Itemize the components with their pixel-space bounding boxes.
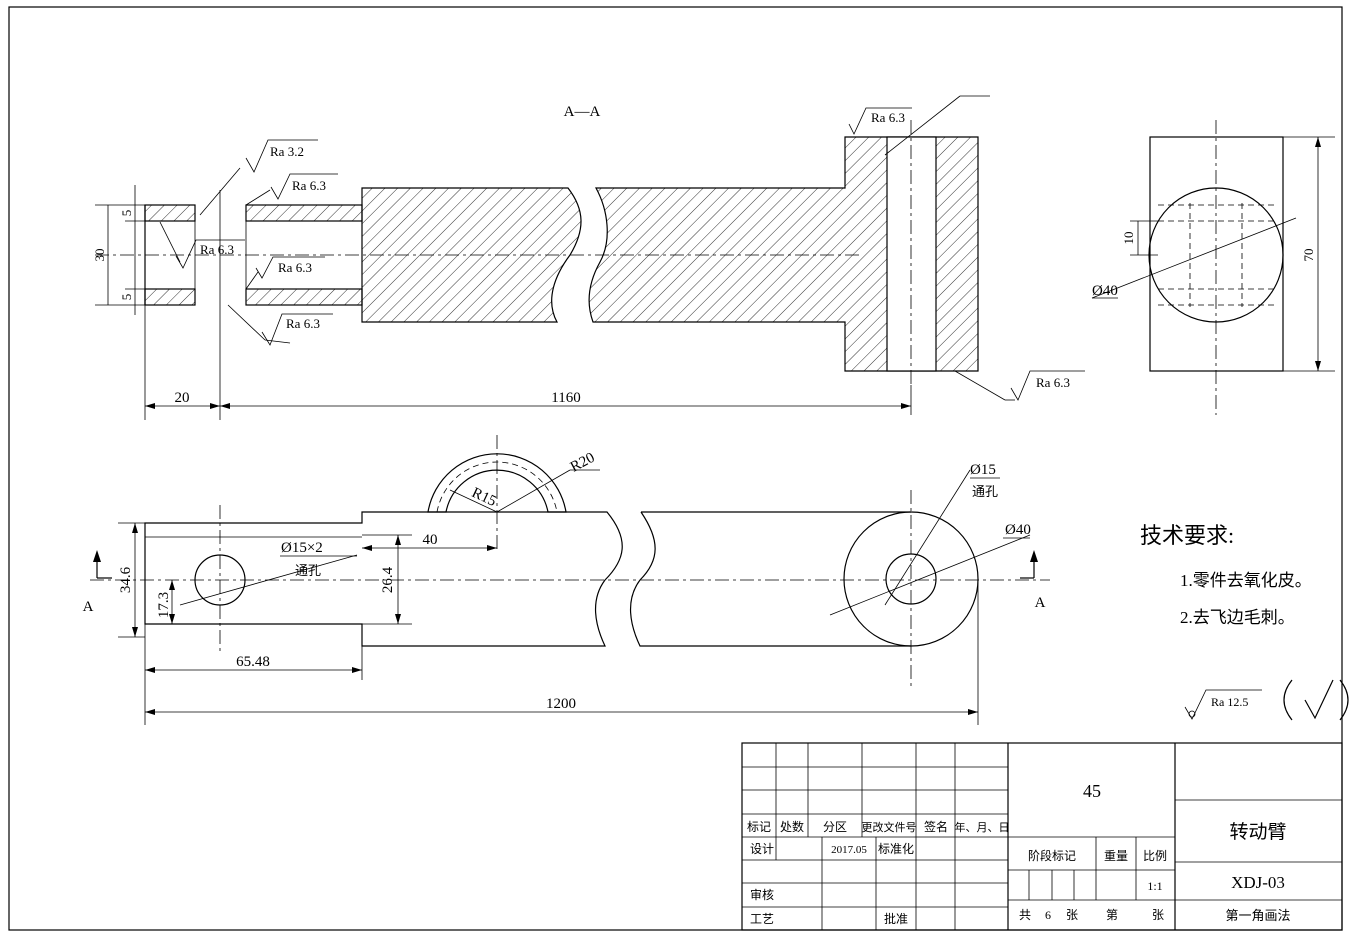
section-label: A—A: [564, 104, 601, 120]
svg-text:Ra 6.3: Ra 6.3: [278, 260, 312, 275]
tb-projection: 第一角画法: [1225, 908, 1290, 923]
tb-process: 工艺: [750, 912, 774, 926]
drawing-border: [8, 6, 1343, 931]
dim-r15: R15: [469, 485, 498, 510]
dim-hole-15x2: Ø15×2: [281, 540, 323, 556]
dim-30: 30: [92, 249, 107, 262]
tb-zhang-2: 张: [1152, 908, 1164, 922]
dim-5-top: 5: [119, 210, 134, 217]
prong-upper-right: [245, 204, 363, 222]
roughness-symbol: Ra 6.3: [848, 95, 990, 156]
dim-dia40-side: Ø40: [1092, 283, 1118, 299]
svg-text:Ra 6.3: Ra 6.3: [871, 110, 905, 125]
front-view-outline: [144, 511, 623, 647]
tb-scale-value: 1:1: [1147, 879, 1162, 893]
dim-1160: 1160: [551, 390, 580, 406]
roughness-symbol: Ra 6.3: [227, 304, 333, 346]
top-lug: [427, 453, 567, 513]
tb-header-date: 年、月、日: [955, 820, 1010, 834]
view-label-a-right: A: [1035, 595, 1046, 611]
dim-40: 40: [423, 532, 438, 548]
tech-req-item-1: 1.零件去氧化皮。: [1180, 571, 1312, 590]
tb-scale: 比例: [1143, 849, 1167, 863]
tb-material: 45: [1083, 781, 1101, 801]
tb-zhang-1: 张: [1066, 908, 1078, 922]
dim-5-bottom: 5: [119, 294, 134, 301]
dim-15-dia: Ø15: [970, 462, 996, 478]
svg-text:Ra 6.3: Ra 6.3: [1036, 375, 1070, 390]
tb-design: 设计: [750, 842, 774, 856]
front-view-right: [629, 511, 911, 647]
tb-part-name: 转动臂: [1229, 821, 1286, 843]
dim-10: 10: [1121, 232, 1136, 245]
tb-standard: 标准化: [878, 842, 914, 856]
tb-review: 审核: [750, 887, 774, 902]
tb-total-pre: 共: [1019, 908, 1031, 922]
svg-text:Ra 3.2: Ra 3.2: [270, 144, 304, 159]
general-roughness-symbol: Ra 12.5: [1184, 679, 1349, 721]
dim-20: 20: [175, 390, 190, 406]
title-block: [741, 742, 1343, 931]
roughness-symbol: Ra 6.3: [245, 256, 325, 290]
svg-text:Ra 12.5: Ra 12.5: [1211, 695, 1248, 709]
dim-70: 70: [1301, 249, 1316, 262]
roughness-symbol: Ra 6.3: [245, 173, 338, 206]
prong-upper-left: [144, 204, 196, 222]
dim-65-48: 65.48: [236, 654, 270, 670]
through-hole-note-1: 通孔: [295, 563, 321, 578]
prong-lower-left: [144, 288, 196, 306]
side-view-block: [1149, 136, 1284, 372]
svg-text:Ra 6.3: Ra 6.3: [292, 178, 326, 193]
bar-section-right: [588, 136, 979, 372]
tb-di: 第: [1106, 908, 1118, 922]
tb-header-mark: 标记: [747, 820, 771, 834]
tb-total-n: 6: [1045, 908, 1051, 922]
tech-req-title: 技术要求:: [1140, 523, 1234, 548]
tb-header-zone: 分区: [823, 820, 847, 834]
tb-approve: 批准: [884, 911, 908, 926]
svg-text:Ra 6.3: Ra 6.3: [286, 316, 320, 331]
tb-stage-mark: 阶段标记: [1028, 848, 1076, 863]
dim-34-6: 34.6: [118, 566, 134, 593]
tb-drawing-no: XDJ-03: [1231, 873, 1285, 892]
head-hole: [886, 136, 937, 372]
svg-text:Ra 6.3: Ra 6.3: [200, 242, 234, 257]
prong-lower-right: [245, 288, 363, 306]
tb-header-sign: 签名: [924, 819, 948, 834]
roughness-symbol: Ra 6.3: [954, 370, 1085, 401]
dim-17-3: 17.3: [156, 592, 172, 618]
dim-1200: 1200: [546, 696, 576, 712]
view-label-a-left: A: [83, 599, 94, 615]
dim-r20: R20: [568, 450, 598, 476]
roughness-symbol: Ra 3.2: [199, 139, 318, 216]
tb-design-date: 2017.05: [831, 844, 867, 856]
tb-weight: 重量: [1104, 849, 1128, 863]
roughness-symbol: Ra 6.3: [159, 221, 245, 269]
tb-header-count: 处数: [780, 819, 804, 834]
dim-26-4: 26.4: [380, 566, 396, 593]
dim-40-dia: Ø40: [1005, 522, 1031, 538]
through-hole-note-2: 通孔: [972, 484, 998, 499]
tb-header-doc: 更改文件号: [862, 820, 917, 834]
tech-req-item-2: 2.去飞边毛刺。: [1180, 608, 1295, 627]
